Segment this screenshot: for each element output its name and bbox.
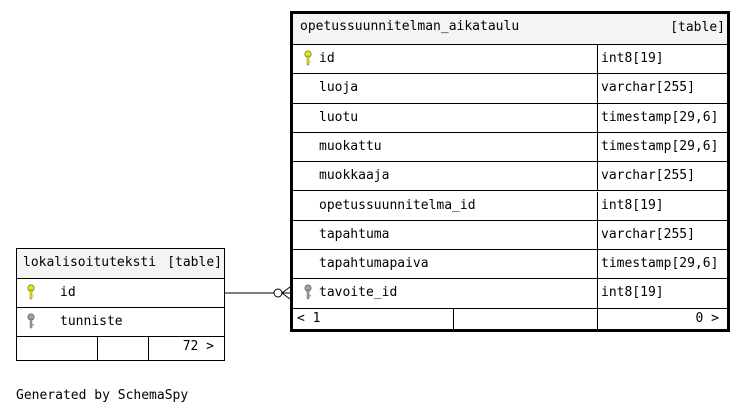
column-type: varchar[255] [601, 168, 695, 184]
column-type: varchar[255] [601, 226, 695, 242]
table-name: lokalisoituteksti [23, 255, 157, 270]
column-type: timestamp[29,6] [601, 256, 719, 272]
column-row[interactable]: tavoite_id int8[19] [293, 279, 727, 309]
relationship-crowfoot-marker [281, 286, 291, 294]
column-divider [597, 74, 598, 103]
relationship-optional-marker [273, 288, 283, 298]
footer-divider [597, 308, 598, 332]
column-divider [597, 191, 598, 220]
table-footer: < 1 0 > [293, 308, 727, 332]
footer-children-count[interactable]: < 1 [297, 311, 321, 326]
column-name: tunniste [60, 314, 123, 329]
footer-divider [97, 336, 98, 360]
table-footer: 72 > [17, 336, 224, 360]
column-row[interactable]: id int8[19] [293, 45, 727, 75]
column-name: muokattu [319, 138, 382, 154]
column-row[interactable]: luotu timestamp[29,6] [293, 103, 727, 133]
column-divider [597, 132, 598, 162]
column-type: int8[19] [601, 197, 664, 213]
table-name: opetussuunnitelman_aikataulu [300, 19, 520, 34]
primary-key-icon [303, 50, 313, 70]
column-divider [597, 250, 598, 279]
column-divider [597, 45, 598, 74]
primary-key-icon [27, 284, 35, 300]
column-divider [597, 220, 598, 250]
column-name: tapahtumapaiva [319, 256, 429, 272]
primary-key-icon [304, 50, 312, 66]
column-name: id [60, 285, 76, 300]
column-name: opetussuunnitelma_id [319, 197, 476, 213]
table-kind-label: [table] [167, 255, 222, 270]
relationship-crowfoot-marker [281, 292, 291, 300]
column-name: tapahtuma [319, 226, 390, 242]
column-name: luotu [319, 109, 359, 125]
column-row[interactable]: id [17, 279, 224, 308]
column-type: timestamp[29,6] [601, 109, 719, 125]
column-row[interactable]: opetussuunnitelma_id int8[19] [293, 191, 727, 221]
generated-by-label: Generated by SchemaSpy [16, 388, 189, 403]
column-divider [597, 103, 598, 132]
foreign-key-icon [27, 313, 35, 329]
foreign-key-icon [26, 313, 36, 333]
column-name: id [319, 51, 335, 66]
column-name: tavoite_id [319, 285, 398, 301]
column-row[interactable]: tapahtuma varchar[255] [293, 220, 727, 251]
column-type: int8[19] [601, 285, 664, 301]
table-kind-label: [table] [670, 20, 725, 35]
table-header: lokalisoituteksti [table] [17, 249, 224, 279]
table-header: opetussuunnitelman_aikataulu [table] [293, 14, 727, 45]
column-type: timestamp[29,6] [601, 138, 719, 154]
column-divider [597, 162, 598, 191]
foreign-key-icon [304, 284, 312, 300]
column-row[interactable]: luoja varchar[255] [293, 74, 727, 104]
column-type: varchar[255] [601, 80, 695, 96]
primary-key-icon [26, 284, 36, 304]
footer-children-count[interactable]: 72 > [182, 339, 214, 354]
column-type: int8[19] [601, 51, 664, 66]
table-lokalisoituteksti[interactable]: lokalisoituteksti [table] id tunniste 72 … [16, 248, 225, 361]
footer-divider [148, 336, 149, 360]
column-row[interactable]: tapahtumapaiva timestamp[29,6] [293, 250, 727, 280]
column-row[interactable]: muokattu timestamp[29,6] [293, 132, 727, 163]
footer-divider [453, 308, 454, 332]
column-row[interactable]: muokkaaja varchar[255] [293, 162, 727, 192]
column-divider [597, 279, 598, 308]
foreign-key-icon [303, 284, 313, 304]
column-row[interactable]: tunniste [17, 308, 224, 337]
column-name: muokkaaja [319, 168, 390, 184]
footer-parents-count[interactable]: 0 > [695, 311, 719, 326]
column-name: luoja [319, 80, 359, 96]
